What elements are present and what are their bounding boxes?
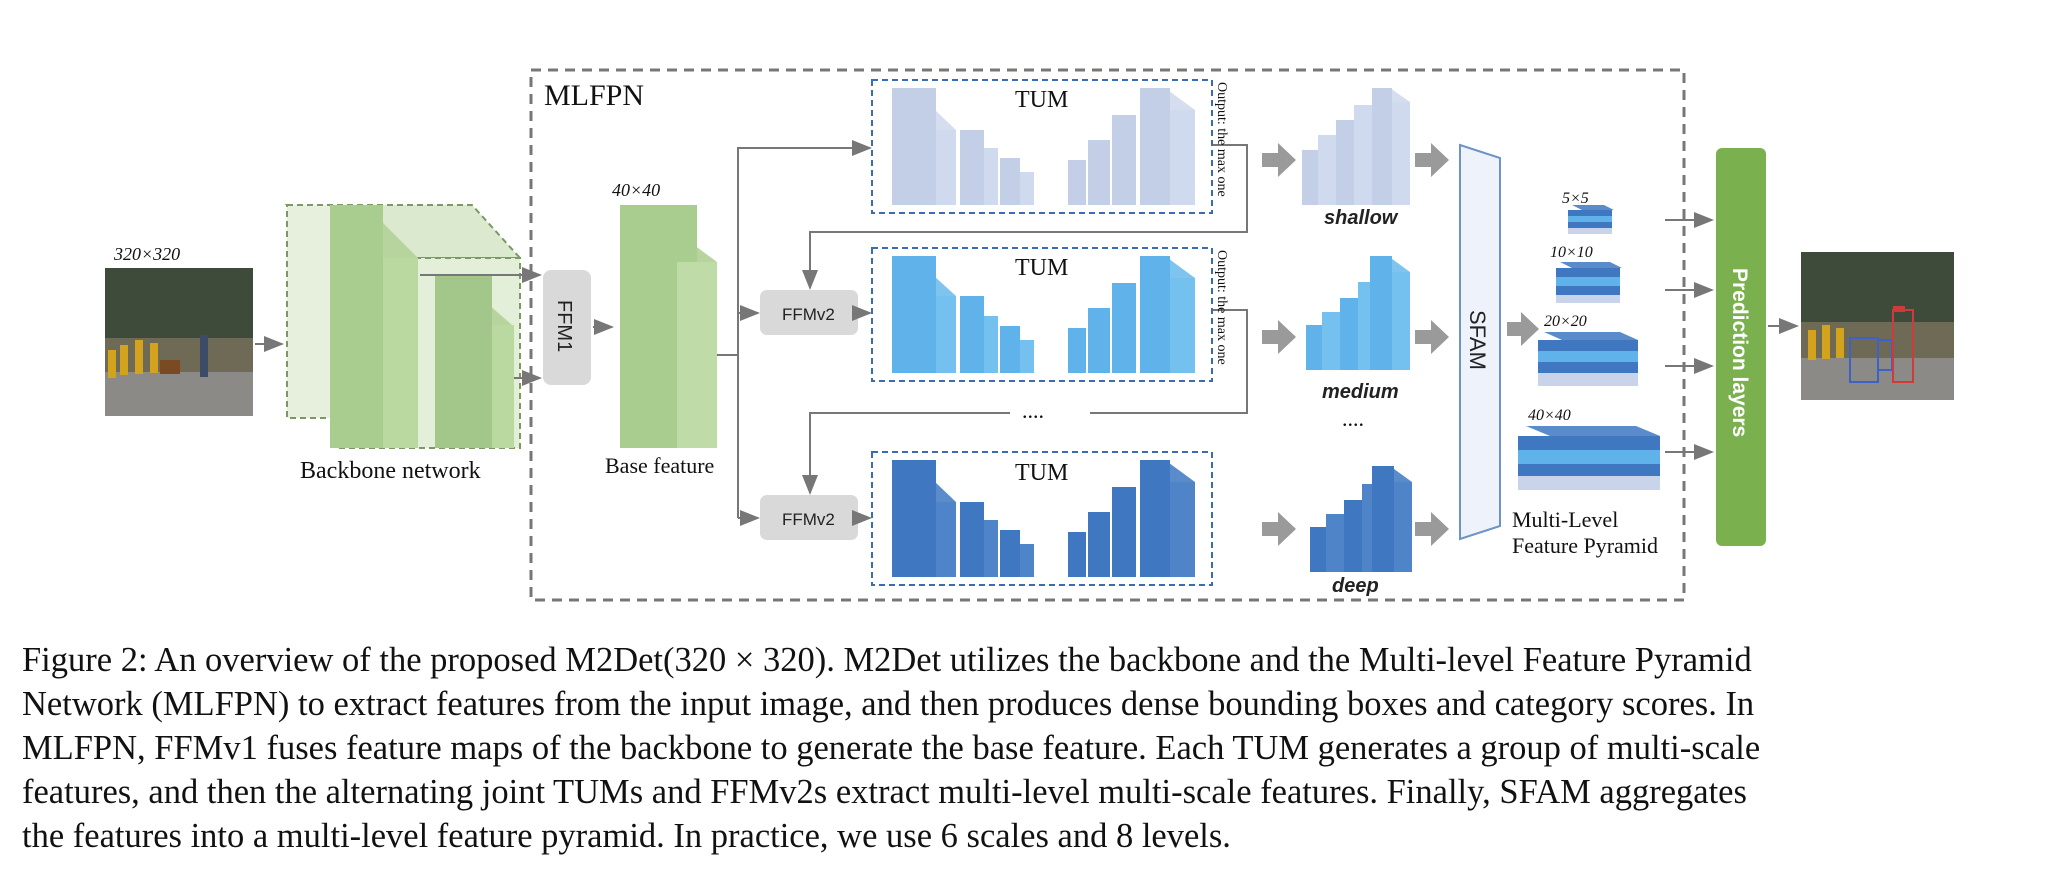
input-size-label: 320×320 [113, 244, 180, 264]
deep-label: deep [1332, 575, 1379, 597]
base-feature-block [620, 205, 717, 448]
medium-features [1306, 256, 1410, 370]
pyramid-title-line2: Feature Pyramid [1512, 533, 1658, 558]
base-feature-label: Base feature [605, 453, 714, 478]
ffm1-block [543, 270, 591, 385]
pyramid-label-10: 10×10 [1550, 244, 1593, 261]
pyramid-label-20: 20×20 [1544, 313, 1587, 330]
mlfpn-label: MLFPN [544, 79, 644, 112]
output-image [1801, 252, 1954, 400]
sfam-block [1459, 143, 1501, 541]
base-size-label: 40×40 [612, 180, 660, 200]
ffmv2-block-1 [760, 290, 858, 335]
medium-label: medium [1322, 381, 1399, 403]
shallow-features [1302, 88, 1410, 205]
caption-line-1: Figure 2: An overview of the proposed M2… [22, 641, 1752, 679]
input-image [105, 268, 253, 416]
tum-block-2 [871, 247, 1213, 382]
tum-label-2: TUM [1015, 255, 1068, 281]
caption-line-4: features, and then the alternating joint… [22, 773, 1747, 811]
mlfpn-frame [529, 68, 1686, 602]
prediction-layers-block [1716, 148, 1766, 546]
pyramid-label-40: 40×40 [1528, 407, 1571, 424]
ffmv2-label-1: FFMv2 [782, 305, 835, 324]
pyramid-level-10 [1556, 262, 1622, 303]
pyramid-title-line1: Multi-Level [1512, 507, 1618, 532]
ffm-dots: .... [1022, 398, 1044, 423]
caption-line-3: MLFPN, FFMv1 fuses feature maps of the b… [22, 729, 1761, 767]
backbone-label: Backbone network [300, 458, 481, 484]
sfam-label: SFAM [1465, 310, 1490, 370]
tum-label-1: TUM [1015, 87, 1068, 113]
backbone-network [284, 204, 523, 449]
tum-block-3 [871, 451, 1213, 586]
ffmv2-label-2: FFMv2 [782, 510, 835, 529]
tum-block-1 [871, 79, 1213, 214]
pyramid-level-5 [1568, 205, 1614, 234]
output-note-2: Output: the max one [1214, 250, 1229, 365]
gray-arrows-left [1262, 143, 1539, 546]
pyramid-label-5: 5×5 [1562, 190, 1589, 207]
tum-label-3: TUM [1015, 460, 1068, 486]
m2det-architecture-diagram: MLFPN 320×320 Backbone network FFM1 40×4… [105, 68, 1954, 602]
deep-features [1310, 466, 1412, 572]
level-dots: .... [1342, 406, 1364, 431]
output-note-1: Output: the max one [1214, 82, 1229, 197]
shallow-label: shallow [1324, 207, 1399, 229]
ffmv2-block-2 [760, 495, 858, 540]
figure-caption: Figure 2: An overview of the proposed M2… [22, 638, 2042, 858]
pyramid-level-20 [1538, 332, 1638, 386]
pyramid-level-40 [1518, 426, 1660, 490]
prediction-layers-label: Prediction layers [1728, 268, 1751, 437]
caption-line-5: the features into a multi-level feature … [22, 817, 1231, 855]
ffm1-label: FFM1 [553, 300, 575, 352]
caption-line-2: Network (MLFPN) to extract features from… [22, 685, 1755, 723]
